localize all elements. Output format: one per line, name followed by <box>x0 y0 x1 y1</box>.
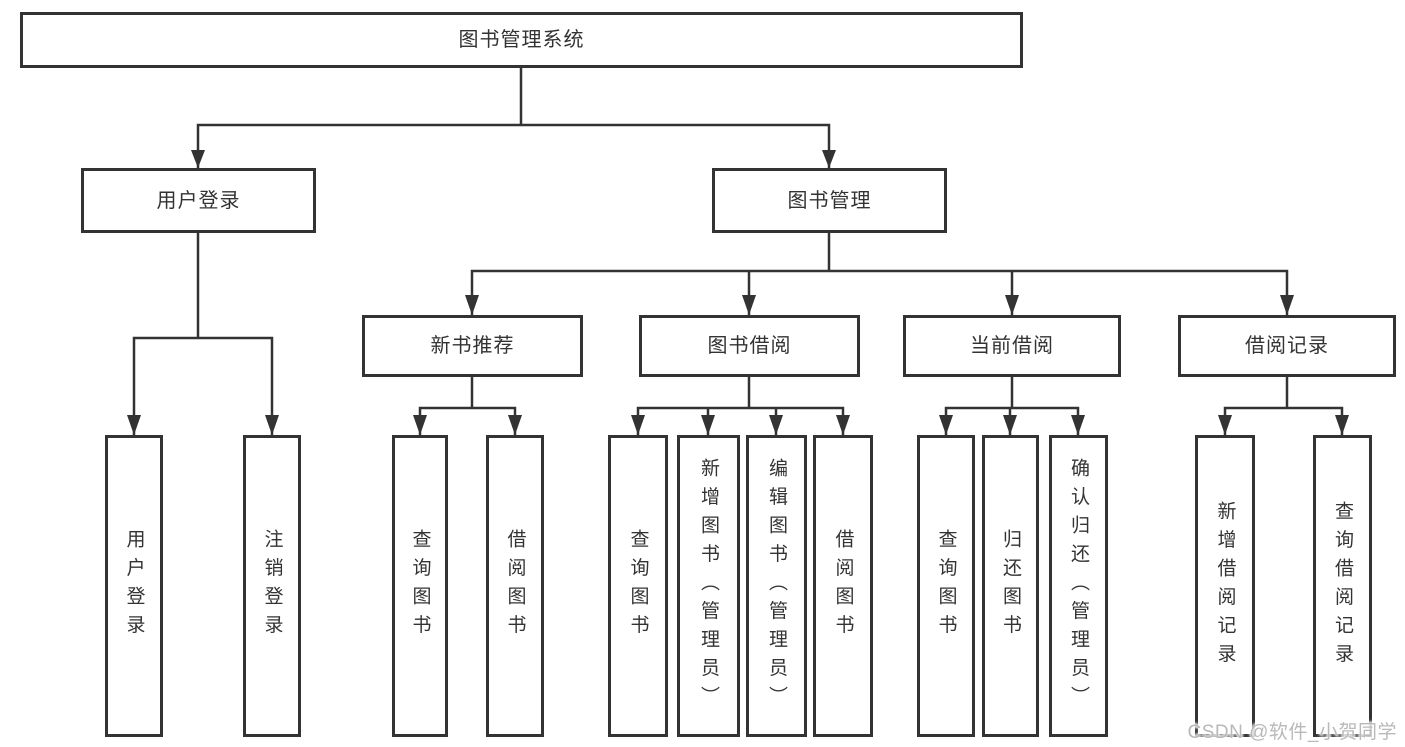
leaf-label: 新增图书（管理员） <box>698 457 719 715</box>
node-label: 新书推荐 <box>430 335 515 357</box>
arrowhead-icon <box>1280 295 1294 315</box>
node-borrow-records: 借阅记录 <box>1178 315 1396 377</box>
node-new-book-recommend: 新书推荐 <box>362 315 583 377</box>
node-book-borrow: 图书借阅 <box>639 315 860 377</box>
connector-root-to-level2 <box>191 66 836 170</box>
leaf-query-books-3: 查询图书 <box>917 435 975 737</box>
node-user-login: 用户登录 <box>81 168 316 233</box>
node-label: 图书借阅 <box>707 335 792 357</box>
leaf-logout: 注销登录 <box>243 435 301 737</box>
connector-borrow-records-to-leaves <box>1218 375 1349 437</box>
leaf-label: 用户登录 <box>123 529 145 643</box>
connector-new-book-to-leaves <box>413 375 522 437</box>
leaf-label: 借阅图书 <box>504 529 526 643</box>
leaf-label: 新增借阅记录 <box>1214 500 1236 672</box>
leaf-query-borrow-record: 查询借阅记录 <box>1313 435 1372 737</box>
arrowhead-icon <box>822 150 836 168</box>
arrowhead-icon <box>1071 415 1085 435</box>
leaf-label: 查询图书 <box>935 529 957 643</box>
leaf-user-login: 用户登录 <box>105 435 163 737</box>
node-library-management-system: 图书管理系统 <box>20 12 1023 68</box>
arrowhead-icon <box>769 415 783 435</box>
arrowhead-icon <box>413 415 427 435</box>
node-current-borrow: 当前借阅 <box>903 315 1121 377</box>
arrowhead-icon <box>465 295 479 315</box>
arrowhead-icon <box>836 415 850 435</box>
arrowhead-icon <box>742 295 756 315</box>
leaf-label: 借阅图书 <box>832 529 854 643</box>
leaf-confirm-return-admin: 确认归还（管理员） <box>1049 435 1108 737</box>
leaf-label: 查询图书 <box>627 529 649 643</box>
leaf-label: 编辑图书（管理员） <box>766 457 787 715</box>
connector-user-login-to-leaves <box>127 231 279 437</box>
leaf-edit-book-admin: 编辑图书（管理员） <box>746 435 807 737</box>
connector-book-mgmt-to-level3 <box>465 231 1294 317</box>
connector-book-borrow-to-leaves <box>631 375 850 437</box>
node-label: 用户登录 <box>156 189 241 212</box>
leaf-label: 归还图书 <box>1000 529 1021 643</box>
leaf-query-books-2: 查询图书 <box>608 435 668 737</box>
node-label: 图书管理 <box>787 189 872 212</box>
leaf-add-book-admin: 新增图书（管理员） <box>677 435 740 737</box>
arrowhead-icon <box>1218 415 1232 435</box>
arrowhead-icon <box>508 415 522 435</box>
leaf-add-borrow-record: 新增借阅记录 <box>1195 435 1255 737</box>
node-label: 图书管理系统 <box>458 29 585 51</box>
connector-current-borrow-to-leaves <box>939 375 1085 437</box>
leaf-label: 注销登录 <box>261 529 283 643</box>
arrowhead-icon <box>265 415 279 435</box>
csdn-watermark: CSDN @软件_小贺同学 <box>1187 722 1397 743</box>
leaf-label: 确认归还（管理员） <box>1068 457 1089 715</box>
arrowhead-icon <box>127 415 141 435</box>
node-label: 借阅记录 <box>1245 335 1329 357</box>
arrowhead-icon <box>939 415 953 435</box>
arrowhead-icon <box>701 415 715 435</box>
node-book-management: 图书管理 <box>712 168 947 233</box>
arrowhead-icon <box>1335 415 1349 435</box>
arrowhead-icon <box>1005 295 1019 315</box>
arrowhead-icon <box>1003 415 1017 435</box>
node-label: 当前借阅 <box>970 335 1054 357</box>
arrowhead-icon <box>191 150 205 168</box>
leaf-return-book: 归还图书 <box>982 435 1039 737</box>
leaf-label: 查询借阅记录 <box>1332 500 1353 672</box>
leaf-borrow-books-1: 借阅图书 <box>486 435 544 737</box>
arrowhead-icon <box>631 415 645 435</box>
leaf-query-books-1: 查询图书 <box>392 435 448 737</box>
leaf-label: 查询图书 <box>409 529 431 643</box>
leaf-borrow-books-2: 借阅图书 <box>813 435 873 737</box>
